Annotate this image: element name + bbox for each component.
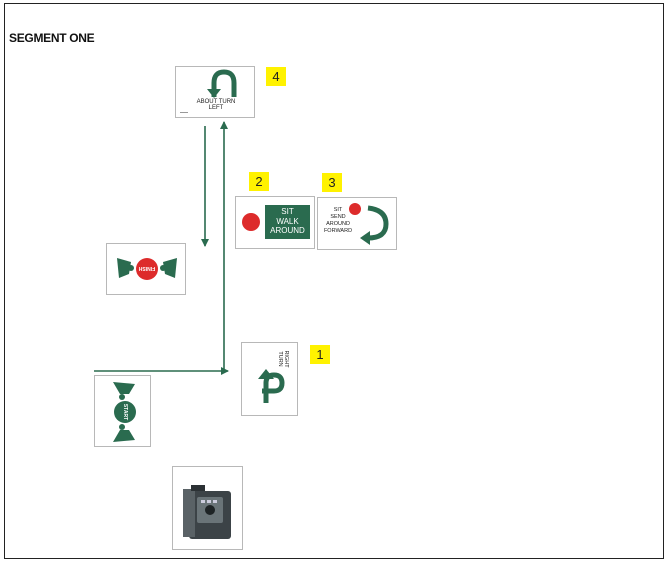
start-sign-icon — [113, 382, 136, 442]
page-title: SEGMENT ONE — [9, 31, 95, 45]
finish-sign-icon — [117, 258, 177, 280]
station-2-sign: SIT WALK AROUND — [235, 196, 315, 249]
camera-device-icon — [183, 485, 231, 539]
equipment-image — [172, 466, 243, 550]
curved-arrow-icon — [367, 205, 389, 241]
green-panel — [265, 205, 310, 239]
station-4-label: ABOUT TURN LEFT — [196, 99, 236, 111]
station-3-badge: 3 — [322, 173, 342, 192]
right-turn-arrow-icon — [258, 369, 285, 403]
station-3-sign: SIT SEND AROUND FORWARD — [317, 197, 397, 250]
station-2-badge: 2 — [249, 172, 269, 191]
station-4-sign: ABOUT TURN LEFT — [175, 66, 255, 118]
u-turn-arrow-icon — [180, 69, 237, 113]
start-sign: START — [94, 375, 151, 447]
station-4-badge: 4 — [266, 67, 286, 86]
finish-sign: FINISH — [106, 243, 186, 295]
station-2-label: SIT WALK AROUND — [270, 207, 305, 235]
station-1-label: RIGHT TURN — [277, 350, 289, 368]
diagram-frame — [4, 3, 664, 559]
red-dot-icon — [242, 213, 260, 231]
finish-label: FINISH — [138, 265, 156, 271]
station-1-sign: RIGHT TURN — [241, 342, 298, 416]
station-3-label: SIT SEND AROUND FORWARD — [323, 207, 353, 234]
station-1-badge: 1 — [310, 345, 330, 364]
red-dot-icon — [349, 203, 361, 215]
start-label: START — [122, 403, 128, 421]
